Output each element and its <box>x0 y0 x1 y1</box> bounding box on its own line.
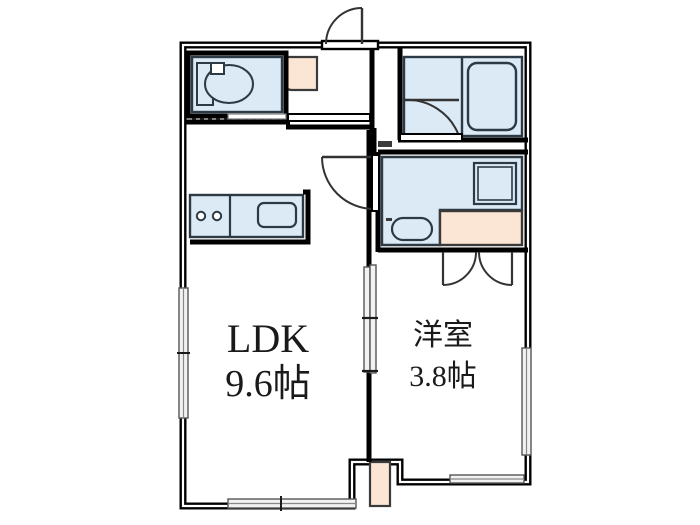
bathroom-door-swing-arc <box>403 98 460 137</box>
washroom-door-swing-arc <box>321 156 375 210</box>
duct-mark-upper <box>378 141 392 147</box>
washroom-door-threshold <box>371 154 380 212</box>
toilet-door <box>192 113 371 122</box>
ldk-label-size: 9.6帖 <box>225 363 311 405</box>
western-room-label-size: 3.8帖 <box>409 360 477 393</box>
shoe-box <box>283 55 319 92</box>
washroom <box>380 155 524 247</box>
stove-burner <box>195 210 207 222</box>
closet-door-arc-left <box>442 251 477 286</box>
ldk-label-name: LDK <box>227 316 309 361</box>
toilet-room <box>190 55 284 114</box>
ldk-sliding-door <box>362 264 378 374</box>
hall-threshold <box>287 113 371 122</box>
toilet-lever <box>210 62 225 75</box>
window-ldk-bottom <box>227 496 357 511</box>
kitchen-partition-wall <box>190 189 311 245</box>
washbasin <box>390 216 434 242</box>
bathroom-door-threshold <box>399 133 463 142</box>
toilet-door-panel <box>227 113 287 120</box>
unit-bath <box>402 55 524 138</box>
kitchen <box>188 189 311 245</box>
bathroom-door <box>399 98 463 142</box>
western-room-label-name: 洋室 <box>413 319 473 352</box>
closet-double-doors <box>441 251 514 286</box>
window-ldk-left <box>177 287 190 419</box>
front-door <box>320 7 380 51</box>
windows <box>177 287 532 511</box>
window-bedroom-bottom <box>449 474 525 484</box>
bathtub <box>466 61 518 132</box>
sliding-door-panel-upper <box>363 266 371 373</box>
room-labels: LDK 9.6帖 洋室 3.8帖 <box>225 316 477 405</box>
front-door-swing-arc <box>325 7 363 45</box>
stove-burner <box>211 210 223 222</box>
bedroom-closet <box>438 209 524 247</box>
kitchen-sink <box>256 201 298 229</box>
doors <box>192 7 514 374</box>
washing-machine-inner <box>477 166 513 201</box>
front-door-threshold <box>320 39 380 51</box>
duct-mark-lower <box>386 218 392 221</box>
window-bedroom-right <box>521 347 532 456</box>
washroom-door <box>321 154 380 212</box>
ldk-storage <box>368 460 392 508</box>
closet-door-arc-right <box>478 251 513 286</box>
